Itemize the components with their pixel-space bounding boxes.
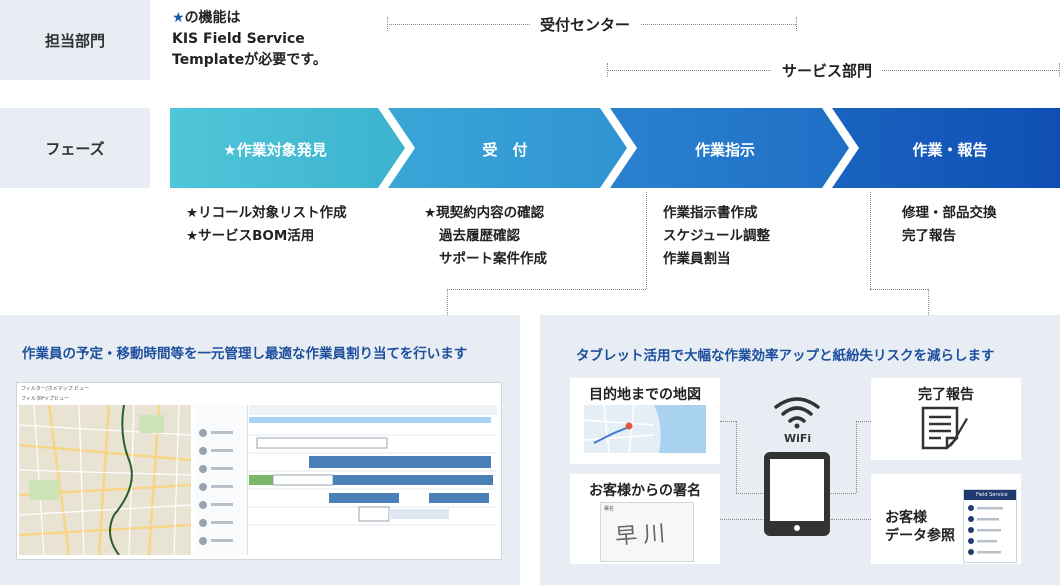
tablet-icon	[764, 452, 830, 536]
phase-instruction-label: 作業指示	[694, 141, 755, 159]
map-thumbnail	[584, 405, 706, 453]
mock-map-tab: マップビュー	[39, 396, 70, 402]
phase-report-label: 作業・報告	[912, 141, 988, 159]
service-department: サービス部門	[772, 60, 883, 81]
mock-gantt	[249, 405, 497, 526]
phase-reception-label: 受 付	[482, 141, 528, 159]
connector-report-tablet-v	[856, 421, 857, 493]
reception-department: 受付センター	[530, 14, 641, 35]
wifi-icon	[774, 397, 820, 429]
connector-instruction-drop	[447, 289, 448, 315]
phase-chevron-reception	[388, 108, 627, 188]
signature-pad: 署名 早川	[600, 502, 694, 562]
phase-chevron-instruction	[610, 108, 849, 188]
mock-schedule-avatars	[199, 429, 233, 545]
task-item: 完了報告	[902, 228, 956, 244]
tasks-report: 修理・部品交換 完了報告	[902, 202, 997, 248]
connector-instruction-vertical	[646, 192, 647, 289]
report-card-title: 完了報告	[918, 387, 974, 403]
tablet-panel-title: タブレット活用で大幅な作業効率アップと紙紛失リスクを減らします	[576, 348, 995, 364]
connector-report-tablet	[856, 421, 871, 422]
connector-report-vertical	[870, 192, 871, 289]
scheduler-screenshot: フィルター/ホメマップ ビュー フィルター マップビュー	[16, 382, 502, 560]
phase-discovery-label: ★作業対象発見	[223, 141, 327, 159]
department-label: 担当部門	[0, 0, 150, 80]
document-icon	[921, 406, 968, 450]
tasks-instruction: 作業指示書作成 スケジュール調整 作業員割当	[663, 202, 770, 271]
phase-chevron-report	[832, 108, 1060, 188]
task-item: 修理・部品交換	[902, 205, 997, 221]
connector-instruction-horizontal	[447, 289, 646, 290]
phase-flow	[170, 108, 1060, 188]
connector-report-drop	[928, 289, 929, 315]
customer-data-title-line1: お客様	[885, 510, 927, 526]
task-item: ★サービスBOM活用	[186, 228, 315, 244]
signature-card-title: お客様からの署名	[589, 483, 701, 499]
connector-tablet-left	[736, 493, 763, 494]
signature-pad-header: 署名	[604, 506, 615, 512]
tasks-discovery: ★リコール対象リスト作成 ★サービスBOM活用	[186, 202, 347, 248]
task-item: 過去履歴確認	[439, 228, 520, 244]
task-item: 作業指示書作成	[663, 205, 758, 221]
customer-app-header: Field Service	[964, 490, 1016, 500]
connector-report-horizontal	[870, 289, 928, 290]
task-item: ★現契約内容の確認	[424, 205, 545, 221]
connector-tablet-right	[831, 493, 856, 494]
customer-app-screenshot: Field Service	[963, 489, 1017, 563]
phase-label: フェーズ	[0, 108, 150, 188]
connector-map-tablet-v	[736, 421, 737, 493]
task-item: ★リコール対象リスト作成	[186, 205, 347, 221]
phase-chevron-discovery	[170, 108, 405, 188]
mock-tab-title: フィルター/ホメマップ ビュー	[21, 386, 90, 392]
task-item: 作業員割当	[663, 251, 731, 267]
star-icon: ★	[172, 10, 185, 26]
connector-signature-tablet	[720, 519, 763, 520]
map-card-title: 目的地までの地図	[589, 387, 701, 403]
signature-text: 早川	[614, 521, 672, 550]
reception-range-right-tick	[796, 17, 797, 31]
tasks-reception: ★現契約内容の確認 過去履歴確認 サポート案件作成	[424, 202, 547, 271]
requirement-note: ★の機能は KIS Field Service Templateが必要です。	[172, 10, 327, 68]
connector-map-tablet	[720, 421, 736, 422]
task-item: サポート案件作成	[439, 251, 547, 267]
wifi-label: WiFi	[784, 432, 812, 445]
mock-filter-tab: フィルター	[21, 396, 46, 402]
task-item: スケジュール調整	[663, 228, 771, 244]
customer-app-list	[968, 505, 1003, 555]
connector-customer-tablet	[831, 519, 871, 520]
scheduling-panel-title: 作業員の予定・移動時間等を一元管理し最適な作業員割り当てを行います	[22, 346, 468, 362]
mock-map	[19, 405, 191, 555]
customer-data-title-line2: データ参照	[885, 528, 955, 544]
